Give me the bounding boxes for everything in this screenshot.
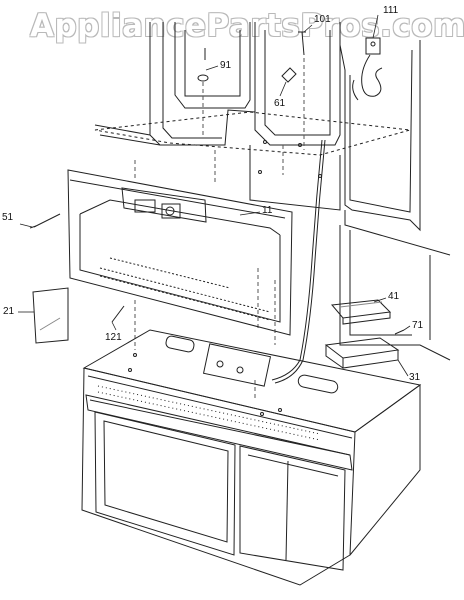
wall-backsplash [249, 140, 341, 211]
bracket-61 [281, 67, 297, 83]
mounting-plate-11 [67, 169, 293, 336]
wall-cabinet-left [94, 22, 256, 146]
callout-31: 31 [409, 372, 421, 383]
damper-31 [324, 337, 400, 369]
screw-91 [197, 48, 209, 82]
outlet-cord-111 [352, 37, 383, 101]
leader-lines [18, 14, 411, 377]
callout-21: 21 [3, 306, 15, 317]
screw-51 [29, 213, 61, 229]
callout-121: 121 [105, 332, 122, 343]
filter-41 [331, 299, 392, 325]
callout-61: 61 [274, 98, 286, 109]
screw-71 [394, 329, 405, 335]
power-cord-routing [271, 139, 326, 384]
assembly-lines [134, 58, 305, 400]
screw-121 [111, 305, 125, 323]
callout-101: 101 [314, 14, 331, 25]
callout-41: 41 [388, 291, 400, 302]
callout-51: 51 [2, 212, 14, 223]
microwave-oven [81, 329, 422, 586]
wall-cabinet-right [254, 22, 451, 256]
callout-11: 11 [262, 205, 273, 216]
callout-111: 111 [383, 5, 399, 16]
watermark-text: AppliancePartsPros.com [30, 8, 464, 44]
callout-91: 91 [220, 60, 232, 71]
callout-71: 71 [412, 320, 424, 331]
wall-lower-cabinet [339, 225, 451, 361]
template-sheet-21 [32, 287, 69, 344]
screw-101 [298, 31, 306, 56]
